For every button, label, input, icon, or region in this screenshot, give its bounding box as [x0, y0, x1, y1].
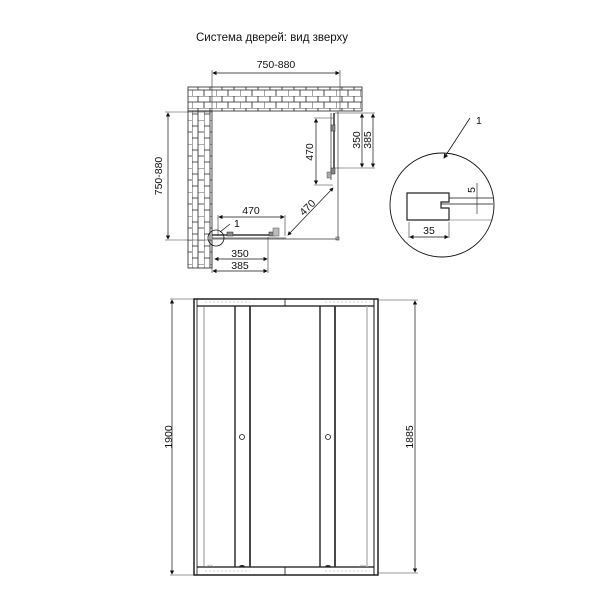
handle-right-icon	[325, 434, 331, 440]
dim-door-bottom: 470	[242, 205, 260, 217]
dim-depth: 750-880	[153, 157, 165, 196]
top-view: 750-880 750-880 470 470 470	[153, 59, 376, 274]
handle-left-icon	[239, 434, 245, 440]
front-view: 1900 1885	[163, 298, 418, 576]
dim-height-left: 1900	[163, 425, 175, 449]
dim-door-diagonal: 470	[297, 197, 318, 218]
wall-top	[187, 86, 363, 112]
detail-dim-width: 35	[423, 225, 435, 237]
dim-right-outer: 385	[362, 131, 374, 149]
dim-door-side: 470	[304, 143, 316, 161]
detail-view: 1 5 35	[389, 115, 495, 258]
dim-height-right: 1885	[404, 425, 416, 449]
detail-dim-gap: 5	[466, 187, 478, 193]
dim-right-inner: 350	[351, 131, 363, 149]
detail-callout: 1	[476, 115, 482, 127]
callout-label: 1	[234, 218, 240, 230]
drawing-title: Система дверей: вид зверху	[196, 32, 349, 44]
dim-bottom-outer: 385	[231, 260, 249, 272]
dim-width: 750-880	[257, 59, 296, 71]
wall-left	[187, 110, 213, 269]
dim-bottom-inner: 350	[231, 248, 249, 260]
